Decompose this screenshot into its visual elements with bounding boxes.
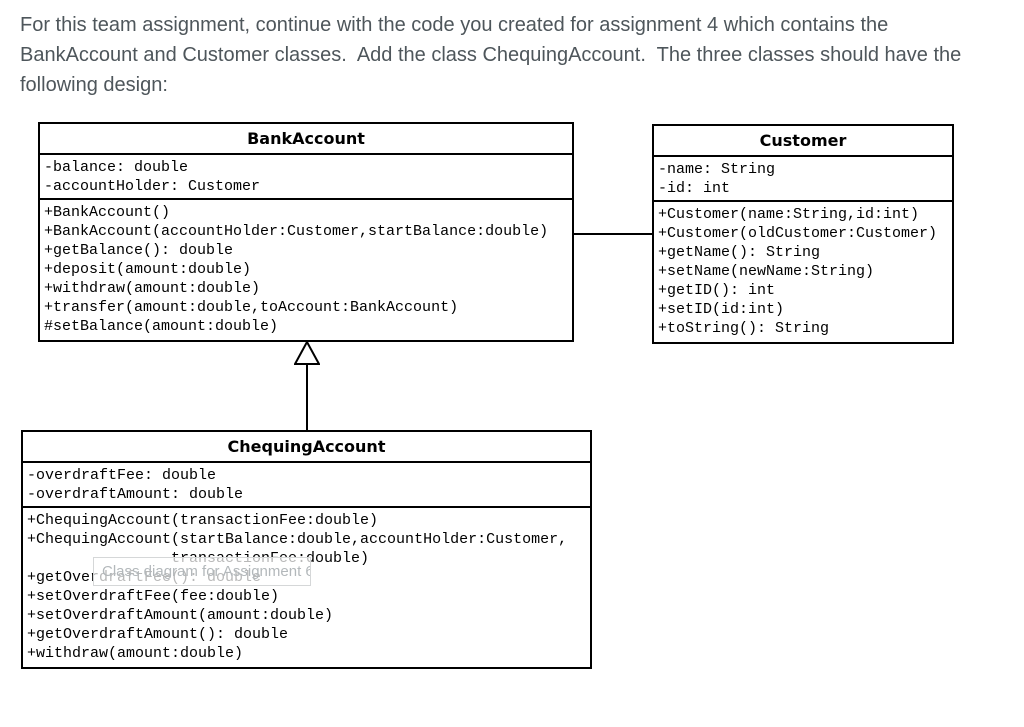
association-line-bankaccount-customer xyxy=(574,233,652,235)
class-title-bank-account: BankAccount xyxy=(40,124,572,155)
method-line: +setID(id:int) xyxy=(658,301,785,318)
inheritance-triangle-icon xyxy=(294,341,320,365)
method-line: +transfer(amount:double,toAccount:BankAc… xyxy=(44,299,459,316)
method-line: +Customer(oldCustomer:Customer) xyxy=(658,225,938,242)
method-line: +getOverdraftAmount(): double xyxy=(27,626,289,643)
uml-class-bank-account: BankAccount -balance: double -accountHold… xyxy=(38,122,574,342)
uml-class-customer: Customer -name: String -id: int +Customer… xyxy=(652,124,954,344)
method-line: +deposit(amount:double) xyxy=(44,261,252,278)
attribute-line: -name: String xyxy=(658,161,776,178)
method-line: +withdraw(amount:double) xyxy=(44,280,261,297)
method-line: +toString(): String xyxy=(658,320,830,337)
methods-section-chequing-account: +ChequingAccount(transactionFee:double) +… xyxy=(23,508,590,667)
method-line: +ChequingAccount(transactionFee:double) xyxy=(27,512,379,529)
methods-section-customer: +Customer(name:String,id:int) +Customer(o… xyxy=(654,202,952,342)
attribute-line: -id: int xyxy=(658,180,731,197)
attributes-section-bank-account: -balance: double -accountHolder: Customer xyxy=(40,155,572,200)
class-title-chequing-account: ChequingAccount xyxy=(23,432,590,463)
assignment-intro-text: For this team assignment, continue with … xyxy=(20,10,1010,100)
method-line: #setBalance(amount:double) xyxy=(44,318,279,335)
method-line: +withdraw(amount:double) xyxy=(27,645,244,662)
attributes-section-customer: -name: String -id: int xyxy=(654,157,952,202)
intro-line-1: For this team assignment, continue with … xyxy=(20,14,889,36)
method-line: +BankAccount(accountHolder:Customer,star… xyxy=(44,223,549,240)
attribute-line: -overdraftAmount: double xyxy=(27,486,244,503)
intro-line-3: following design: xyxy=(20,74,168,96)
methods-section-bank-account: +BankAccount() +BankAccount(accountHolder… xyxy=(40,200,572,340)
method-line: +BankAccount() xyxy=(44,204,171,221)
attribute-line: -balance: double xyxy=(44,159,189,176)
uml-class-chequing-account: ChequingAccount -overdraftFee: double-ov… xyxy=(21,430,592,669)
method-line: +getID(): int xyxy=(658,282,776,299)
method-line: +getBalance(): double xyxy=(44,242,234,259)
class-title-customer: Customer xyxy=(654,126,952,157)
method-line: +ChequingAccount(startBalance:double,acc… xyxy=(27,531,568,548)
diagram-caption-overlay: Class diagram for Assignment 6 xyxy=(93,557,311,586)
inheritance-line-chequingaccount-bankaccount xyxy=(306,363,308,430)
method-line: +setOverdraftFee(fee:double) xyxy=(27,588,280,605)
method-line: +setOverdraftAmount(amount:double) xyxy=(27,607,334,624)
method-line: +setName(newName:String) xyxy=(658,263,875,280)
intro-line-2: BankAccount and Customer classes. Add th… xyxy=(20,44,962,66)
attribute-line: -overdraftFee: double xyxy=(27,467,217,484)
attributes-section-chequing-account: -overdraftFee: double -overdraftAmount: d… xyxy=(23,463,590,508)
method-line: +Customer(name:String,id:int) xyxy=(658,206,920,223)
attribute-line: -accountHolder: Customer xyxy=(44,178,261,195)
method-line: +getName(): String xyxy=(658,244,821,261)
